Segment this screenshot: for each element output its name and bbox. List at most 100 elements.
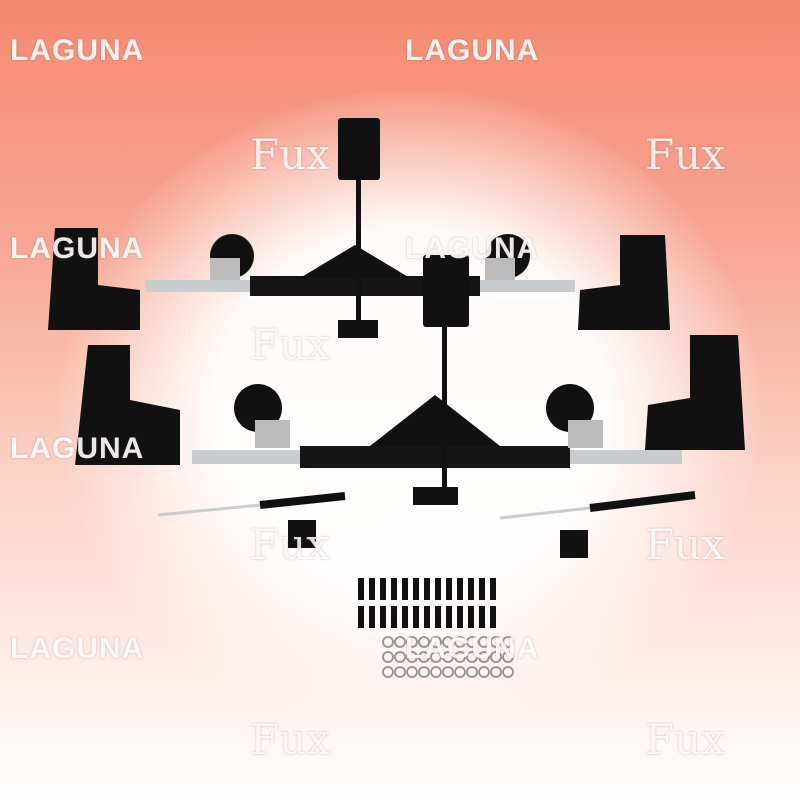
pedal-foot	[338, 320, 378, 338]
fux-watermark: Fux	[250, 130, 330, 179]
washer	[382, 636, 394, 648]
bolts-and-washers	[358, 578, 514, 678]
gas-spring-rod	[157, 503, 261, 517]
washer	[454, 651, 466, 663]
washer	[502, 651, 514, 663]
bolt	[369, 578, 375, 600]
fux-watermark: Fux	[250, 320, 330, 369]
bolt	[446, 606, 452, 628]
bolt	[391, 578, 397, 600]
caster-bracket	[568, 420, 603, 448]
pedal-foot	[413, 487, 458, 505]
washer	[382, 666, 394, 678]
washer	[490, 651, 502, 663]
washer	[502, 666, 514, 678]
washer	[430, 651, 442, 663]
bolt	[435, 578, 441, 600]
washer	[454, 636, 466, 648]
washer	[478, 666, 490, 678]
bolt	[358, 606, 364, 628]
washer	[406, 651, 418, 663]
washer	[382, 651, 394, 663]
pedal-rod	[442, 327, 447, 487]
black-tube	[250, 276, 480, 296]
caster-bracket	[485, 258, 515, 280]
bolt	[457, 578, 463, 600]
bolt	[468, 578, 474, 600]
mount-bracket	[560, 530, 588, 558]
bolt	[391, 606, 397, 628]
corner-foot	[48, 228, 140, 330]
washer	[478, 651, 490, 663]
laguna-watermark: LAGUNA	[405, 632, 540, 665]
washer	[442, 666, 454, 678]
bracket	[300, 245, 410, 278]
washer	[466, 636, 478, 648]
bolt	[446, 578, 452, 600]
bracket	[370, 395, 500, 446]
laguna-watermark: LAGUNA	[10, 232, 145, 265]
bolt	[457, 606, 463, 628]
corner-foot	[75, 345, 180, 465]
gas-springs	[157, 491, 696, 558]
washer	[418, 651, 430, 663]
washer	[418, 636, 430, 648]
laguna-watermark: LAGUNA	[10, 34, 145, 67]
washer	[430, 666, 442, 678]
bolt	[413, 578, 419, 600]
corner-feet	[48, 228, 745, 465]
black-tube	[300, 446, 570, 468]
washer	[454, 666, 466, 678]
washer	[502, 636, 514, 648]
washer	[406, 636, 418, 648]
fux-watermark: Fux	[250, 715, 330, 764]
fux-watermark: Fux	[645, 130, 725, 179]
corner-foot	[578, 235, 670, 330]
laguna-watermark: LAGUNA	[405, 232, 540, 265]
fux-watermark: Fux	[645, 715, 725, 764]
bolt	[380, 606, 386, 628]
bolt	[369, 606, 375, 628]
washer	[442, 651, 454, 663]
lower-base-frame	[192, 255, 682, 505]
washer	[466, 666, 478, 678]
bolt	[479, 578, 485, 600]
washer	[394, 636, 406, 648]
washer	[490, 636, 502, 648]
fux-watermark: Fux	[250, 520, 330, 569]
laguna-watermark: LAGUNA	[10, 632, 145, 665]
bolt	[424, 578, 430, 600]
fux-watermark: Fux	[645, 520, 725, 569]
washer	[430, 636, 442, 648]
washer	[490, 666, 502, 678]
bolt	[490, 578, 496, 600]
corner-foot	[645, 335, 745, 450]
washer	[394, 666, 406, 678]
bolt	[358, 578, 364, 600]
caster-bracket	[210, 258, 240, 280]
washer	[406, 666, 418, 678]
gas-spring-rod	[499, 506, 591, 520]
bolt	[468, 606, 474, 628]
laguna-watermark: LAGUNA	[405, 34, 540, 67]
bolt	[413, 606, 419, 628]
bolt	[479, 606, 485, 628]
bolt	[402, 578, 408, 600]
washer	[466, 651, 478, 663]
caster-bracket	[255, 420, 290, 448]
washer	[394, 651, 406, 663]
bolt	[435, 606, 441, 628]
mount-bracket	[288, 520, 316, 548]
bolt	[490, 606, 496, 628]
washer	[418, 666, 430, 678]
gas-spring-cylinder	[259, 492, 346, 509]
upper-base-frame	[145, 118, 575, 338]
pedal-rod	[356, 180, 361, 320]
bolt	[402, 606, 408, 628]
washer	[478, 636, 490, 648]
bolt	[424, 606, 430, 628]
washer	[442, 636, 454, 648]
laguna-watermark: LAGUNA	[10, 432, 145, 465]
